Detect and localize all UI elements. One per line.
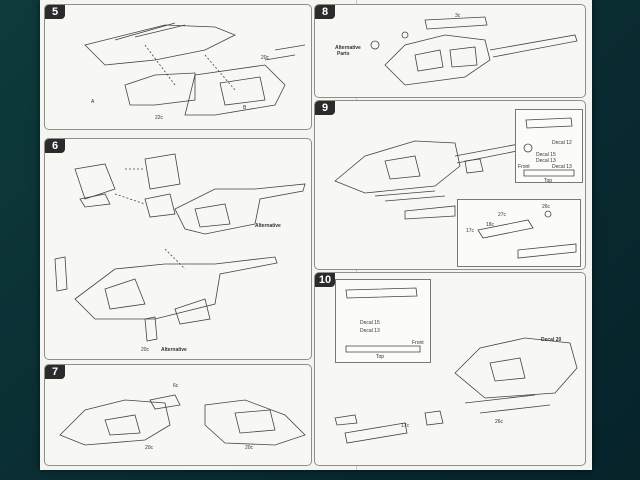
step-6-label-a: Alternative — [255, 223, 281, 229]
step-10-inset-drawing — [345, 287, 421, 353]
step-8-label-b: Parts — [337, 51, 350, 57]
step-9-label-i: 18c — [486, 222, 495, 228]
step-5-label-d: B — [243, 105, 247, 111]
step-6-label-c: Alternative — [161, 347, 187, 353]
step-6-label-b: 20c — [141, 347, 150, 353]
step-9-label-d: Top — [544, 178, 553, 184]
step-5-panel: 5 20c 22c A B — [44, 4, 312, 130]
step-10-label-a: Decal 15 — [360, 320, 380, 326]
step-9-inset-top-drawing — [523, 117, 575, 177]
step-6-panel: 6 Alternative 20c Alternative — [44, 138, 312, 360]
step-10-label-b: Decal 13 — [360, 328, 380, 334]
step-10-label-e: Decal 20 — [541, 337, 562, 343]
step-8-label-a: Alternative — [335, 45, 361, 51]
step-6-number: 6 — [45, 139, 65, 153]
step-9-label-a: Decal 15 — [536, 152, 556, 158]
step-5-label-a: 20c — [261, 55, 270, 61]
step-8-panel: 8 Alternative Parts 3c — [314, 4, 586, 98]
step-8-drawing — [370, 16, 578, 86]
step-8-number: 8 — [315, 5, 335, 19]
step-10-label-c: Top — [376, 354, 385, 360]
step-9-inset-bottom: 26c 27c 18c 17c — [457, 199, 581, 267]
step-10-label-g: 17c — [401, 423, 410, 429]
step-9-label-f: Decal 12 — [552, 140, 572, 146]
step-10-label-d: Front — [412, 340, 424, 346]
step-7-number: 7 — [45, 365, 65, 379]
step-9-label-h: 27c — [498, 212, 507, 218]
step-5-label-c: A — [91, 99, 95, 105]
step-9-drawing — [334, 140, 538, 220]
step-10-label-f: 26c — [495, 419, 504, 425]
step-10-panel: 10 Decal 15 Decal 13 Top — [314, 272, 586, 466]
step-9-inset-bottom-drawing — [477, 210, 577, 259]
step-9-label-e: Decal 13 — [552, 164, 572, 170]
step-10-number: 10 — [315, 273, 335, 287]
step-7-panel: 7 6c 20c 20c — [44, 364, 312, 466]
step-9-label-c: Front — [518, 164, 530, 170]
step-7-label-c: 20c — [245, 445, 254, 451]
step-9-label-g: 26c — [542, 204, 551, 210]
step-8-label-c: 3c — [455, 13, 461, 19]
step-5-drawing — [84, 22, 306, 116]
step-9-number: 9 — [315, 101, 335, 115]
step-7-drawing — [59, 394, 306, 446]
step-9-label-b: Decal 13 — [536, 158, 556, 164]
step-7-label-b: 20c — [145, 445, 154, 451]
instruction-sheet: 5 20c 22c A B 6 — [40, 0, 592, 470]
step-5-number: 5 — [45, 5, 65, 19]
step-9-panel: 9 Decal 15 Decal 13 Front To — [314, 100, 586, 270]
step-9-inset-top: Decal 15 Decal 13 Front Top Decal 13 Dec… — [515, 109, 583, 184]
step-5-label-b: 22c — [155, 115, 164, 121]
step-10-inset: Decal 15 Decal 13 Top Front — [335, 279, 431, 363]
step-6-drawing — [54, 153, 306, 342]
step-7-label-a: 6c — [173, 383, 179, 389]
step-9-label-j: 17c — [466, 228, 475, 234]
